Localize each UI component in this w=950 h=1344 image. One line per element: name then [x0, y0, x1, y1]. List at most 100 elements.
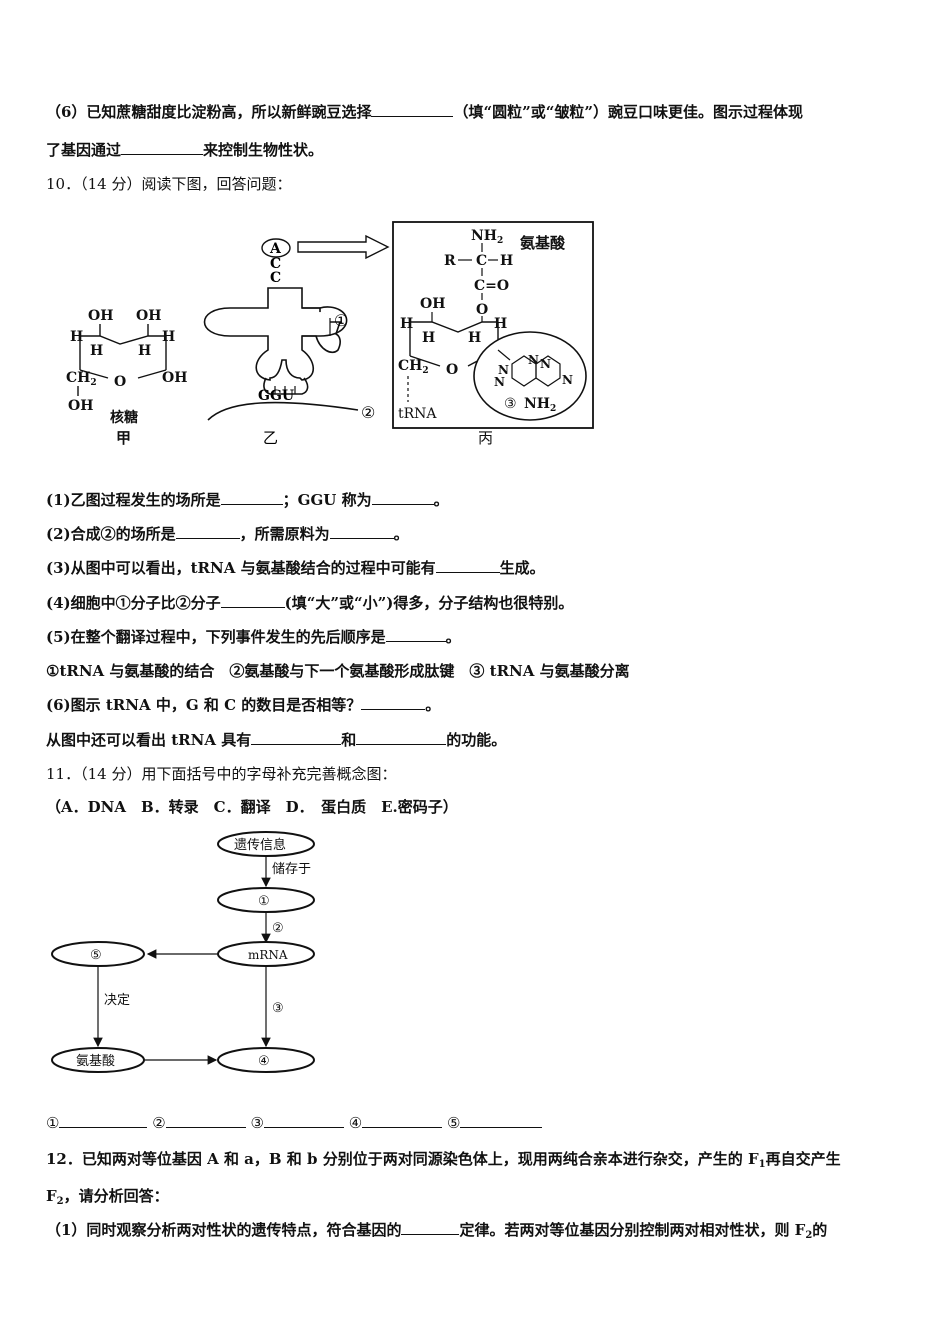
ribose-h-1: H [70, 329, 83, 345]
text: (3)从图中可以看出，tRNA 与氨基酸结合的过程中可能有 [46, 559, 436, 577]
question-9-6-line2: 了基因通过来控制生物性状。 [46, 140, 323, 160]
text: F [46, 1187, 57, 1205]
aa-o: O [476, 302, 488, 318]
answer-blank[interactable] [175, 524, 240, 539]
aminoacyl-trna: NH2 R C H C=O O 氨基酸 OH [392, 221, 594, 447]
question-12-line1: 12．已知两对等位基因 A 和 a，B 和 b 分别位于两对同源染色体上，现用两… [46, 1149, 841, 1175]
edge-3-label: ③ [272, 1001, 284, 1016]
answer-blank[interactable] [385, 627, 446, 642]
label-yi: 乙 [263, 429, 278, 447]
bing-h-2: H [422, 330, 435, 346]
text: 的 [812, 1221, 828, 1239]
ribose-ch2: CH2 [66, 370, 97, 388]
answer-blank[interactable] [165, 1113, 246, 1128]
text: 再自交产生 [765, 1150, 841, 1168]
question-10-4: (4)细胞中①分子比②分子(填“大”或“小”)得多，分子结构也很特别。 [46, 593, 573, 613]
amino-acid-label: 氨基酸 [520, 234, 566, 252]
ribose-h-3: H [138, 343, 151, 359]
text: ，请分析回答： [63, 1187, 169, 1205]
ribose-structure: OH OH H H H H CH2 O OH OH 核糖 甲 [66, 308, 187, 447]
node-mrna-label: mRNA [248, 948, 288, 962]
answer-blank[interactable] [371, 490, 434, 505]
aa-nh2: NH2 [471, 228, 503, 246]
trna-a: A [269, 241, 282, 257]
answer-blank[interactable] [362, 1113, 443, 1128]
ribose-oh-4: OH [68, 398, 93, 414]
text: 12．已知两对等位基因 A 和 a，B 和 b 分别位于两对同源染色体上，现用两… [46, 1150, 759, 1168]
answer-blank[interactable] [401, 1220, 460, 1235]
text: 从图中还可以看出 tRNA 具有 [46, 731, 252, 749]
base-n-5: N [562, 373, 573, 387]
ribose-oh-2: OH [136, 308, 161, 324]
label-circle-1: ① [334, 311, 348, 330]
bing-o: O [446, 362, 458, 378]
text: ，所需原料为 [239, 525, 330, 543]
base-n-1: N [498, 363, 509, 377]
text: 。 [393, 525, 409, 543]
answer-blank[interactable] [263, 1113, 344, 1128]
question-12-line2: F2，请分析回答： [46, 1186, 169, 1212]
text: 和 [341, 731, 357, 749]
answer-blank[interactable] [435, 558, 500, 573]
mrna-strand [207, 401, 359, 421]
ribose-h-2: H [90, 343, 103, 359]
trna-c2: C [270, 270, 281, 286]
anticodon-ggu: GGU [258, 388, 294, 404]
base-n-3: N [528, 353, 539, 367]
text: 11．（14 分）用下面括号中的字母补充完善概念图： [46, 765, 397, 783]
answer-blank[interactable] [371, 102, 454, 117]
text: ① [46, 1114, 60, 1132]
text: (1)乙图过程发生的场所是 [46, 491, 221, 509]
question-9-6-line1: （6）已知蔗糖甜度比淀粉高，所以新鲜豌豆选择（填“圆粒”或“皱粒”）豌豆口味更佳… [46, 102, 803, 122]
text: ④ [348, 1114, 363, 1132]
bing-oh: OH [420, 296, 445, 312]
answer-blank[interactable] [460, 1113, 543, 1128]
trna-figure: OH OH H H H H CH2 O OH OH 核糖 甲 [58, 210, 618, 455]
trna-c1: C [270, 256, 281, 272]
answer-blank[interactable] [329, 524, 394, 539]
aa-c: C [476, 253, 487, 269]
question-10-2: (2)合成②的场所是 ，所需原料为 。 [46, 524, 409, 544]
text: （6）已知蔗糖甜度比淀粉高，所以新鲜豌豆选择 [46, 103, 372, 121]
base-n-4: N [540, 357, 551, 371]
text: （1）同时观察分析两对性状的遗传特点，符合基因的 [46, 1221, 402, 1239]
edge-decide-label: 决定 [104, 993, 130, 1008]
question-12-1: （1）同时观察分析两对性状的遗传特点，符合基因的定律。若两对等位基因分别控制两对… [46, 1220, 827, 1246]
node-1-label: ① [258, 894, 270, 909]
arrow-icon [297, 234, 390, 260]
question-11-heading: 11．（14 分）用下面括号中的字母补充完善概念图： [46, 764, 396, 784]
subscript: 2 [56, 1196, 64, 1207]
text: 。 [425, 696, 441, 714]
text: ② [152, 1114, 166, 1132]
text: ；GGU 称为 [282, 491, 372, 509]
node-4-label: ④ [258, 1054, 270, 1069]
question-10-7: 从图中还可以看出 tRNA 具有和的功能。 [46, 730, 506, 750]
label-jia: 甲 [116, 429, 131, 447]
ribose-h-4: H [162, 329, 175, 345]
aa-co: C=O [474, 278, 509, 294]
answer-blank[interactable] [356, 730, 447, 745]
answer-blank[interactable] [220, 490, 283, 505]
base-n-2: N [494, 375, 505, 389]
text: 。 [433, 491, 449, 509]
text: (2)合成②的场所是 [46, 525, 176, 543]
bing-h-3: H [468, 330, 481, 346]
trna-cloverleaf: A C C GGU ① ② [203, 234, 390, 447]
answer-blank[interactable] [121, 140, 204, 155]
text: ⑤ [446, 1114, 461, 1132]
answer-blank[interactable] [251, 730, 342, 745]
subscript: 1 [758, 1159, 766, 1170]
node-4 [217, 1047, 315, 1073]
bing-h-1: H [400, 316, 413, 332]
question-11-options: （A．DNA B．转录 C．翻译 D． 蛋白质 E.密码子） [46, 798, 458, 816]
concept-map: 遗传信息 储存于 ① ② mRNA ⑤ 决定 ③ 氨基酸 [46, 828, 346, 1078]
text: (6)图示 tRNA 中，G 和 C 的数目是否相等？ [46, 696, 362, 714]
answer-blank[interactable] [220, 593, 285, 608]
answer-blank[interactable] [59, 1113, 148, 1128]
answer-blank[interactable] [361, 695, 426, 710]
aa-h: H [500, 253, 513, 269]
base-nh2: NH2 [524, 396, 556, 414]
text: (5)在整个翻译过程中，下列事件发生的先后顺序是 [46, 628, 386, 646]
trna-figure-svg: OH OH H H H H CH2 O OH OH 核糖 甲 [66, 221, 594, 447]
question-10-6: (6)图示 tRNA 中，G 和 C 的数目是否相等？ 。 [46, 695, 440, 715]
